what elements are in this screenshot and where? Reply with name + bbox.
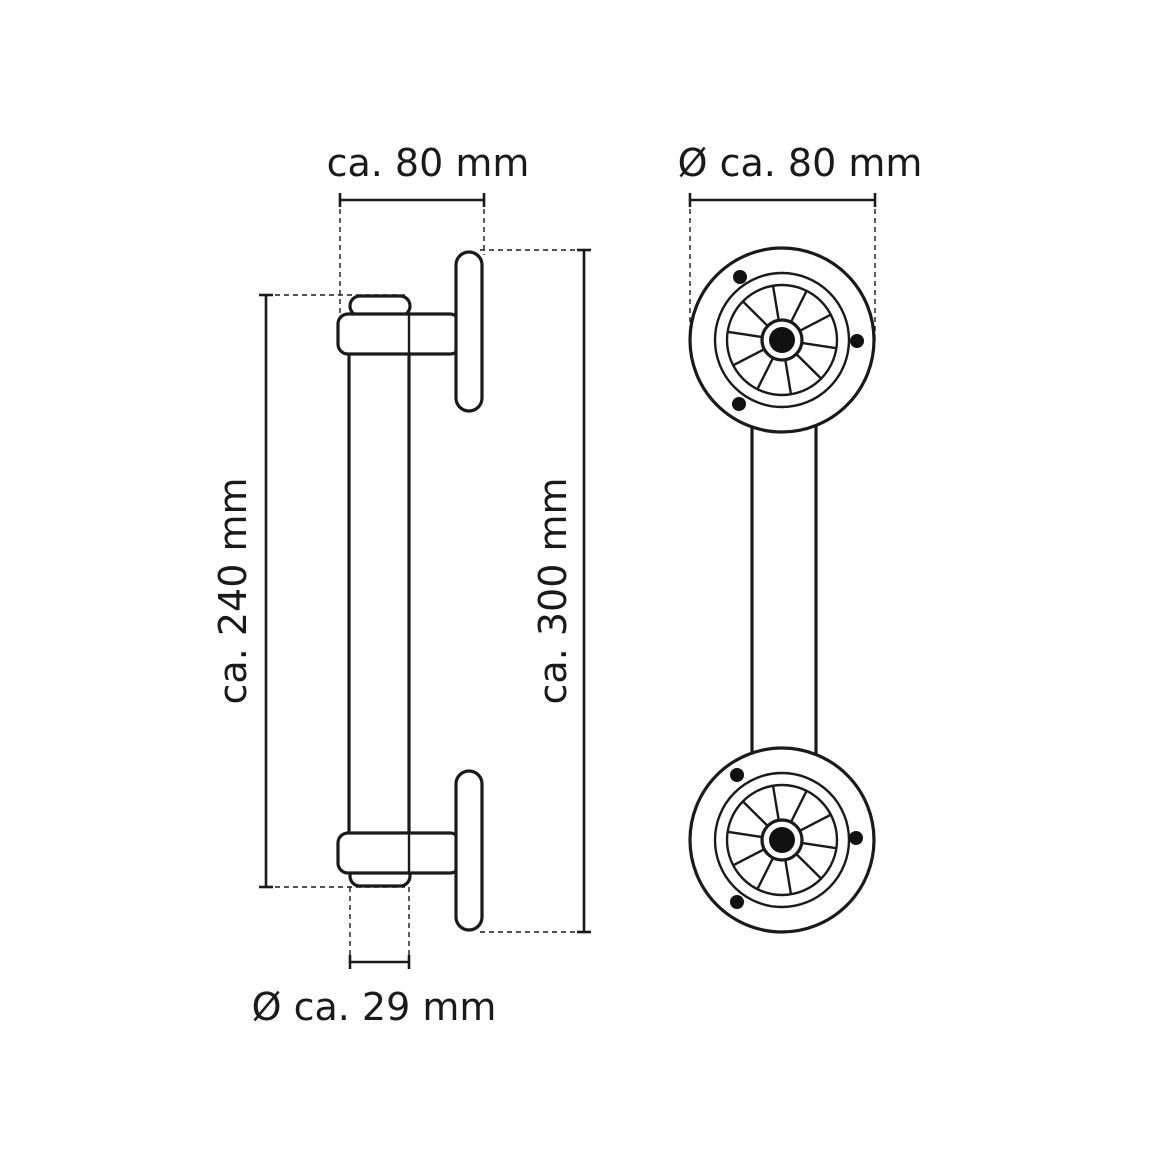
spoke bbox=[801, 841, 837, 850]
rosette-spokes bbox=[727, 785, 837, 895]
dimension-label-tube-diameter: Ø ca. 29 mm bbox=[252, 985, 497, 1029]
spoke bbox=[771, 785, 780, 821]
bar-tube-front bbox=[750, 418, 818, 762]
spoke bbox=[789, 290, 808, 323]
dimension-label-300: ca. 300 mm bbox=[531, 478, 575, 705]
dimension-label-side-width: ca. 80 mm bbox=[327, 141, 530, 185]
center-screw bbox=[769, 327, 795, 353]
wall-flange bbox=[454, 250, 484, 413]
rosette-spokes bbox=[727, 285, 837, 395]
wall-flange bbox=[454, 769, 484, 932]
spoke bbox=[727, 830, 763, 839]
spoke bbox=[799, 313, 832, 332]
dim-line-300 bbox=[577, 248, 591, 934]
mount-arm bbox=[336, 831, 462, 875]
dim-line-80-side bbox=[338, 193, 486, 207]
dim-line-80-front bbox=[688, 193, 877, 207]
spoke bbox=[727, 330, 763, 339]
spoke bbox=[756, 857, 775, 890]
spoke bbox=[795, 853, 823, 880]
spoke bbox=[771, 285, 780, 321]
dim-line-240 bbox=[259, 293, 273, 889]
spoke bbox=[784, 359, 793, 395]
screw-hole bbox=[732, 397, 746, 411]
spoke bbox=[801, 341, 837, 350]
dimension-label-rosette-diameter: Ø ca. 80 mm bbox=[678, 141, 923, 185]
mount-arm bbox=[336, 312, 462, 356]
spoke-ring bbox=[725, 283, 839, 397]
spoke bbox=[741, 300, 769, 327]
spoke bbox=[795, 353, 823, 380]
spoke bbox=[784, 859, 793, 895]
screw-hole bbox=[730, 768, 744, 782]
bar-tube bbox=[347, 328, 411, 858]
spoke bbox=[732, 848, 765, 867]
center-screw bbox=[769, 827, 795, 853]
screw-hole bbox=[730, 895, 744, 909]
spoke-ring bbox=[725, 783, 839, 897]
dim-line-29 bbox=[348, 955, 411, 969]
rosette-bottom bbox=[688, 746, 876, 934]
screw-hole bbox=[849, 831, 863, 845]
spoke bbox=[799, 813, 832, 832]
spoke bbox=[789, 790, 808, 823]
spoke bbox=[741, 800, 769, 827]
spoke bbox=[756, 357, 775, 390]
front-view bbox=[688, 193, 877, 934]
screw-hole bbox=[850, 334, 864, 348]
dimension-label-240: ca. 240 mm bbox=[211, 478, 255, 705]
spoke bbox=[732, 348, 765, 367]
side-view bbox=[259, 193, 591, 969]
screw-hole bbox=[733, 270, 747, 284]
rosette-top bbox=[688, 246, 876, 434]
